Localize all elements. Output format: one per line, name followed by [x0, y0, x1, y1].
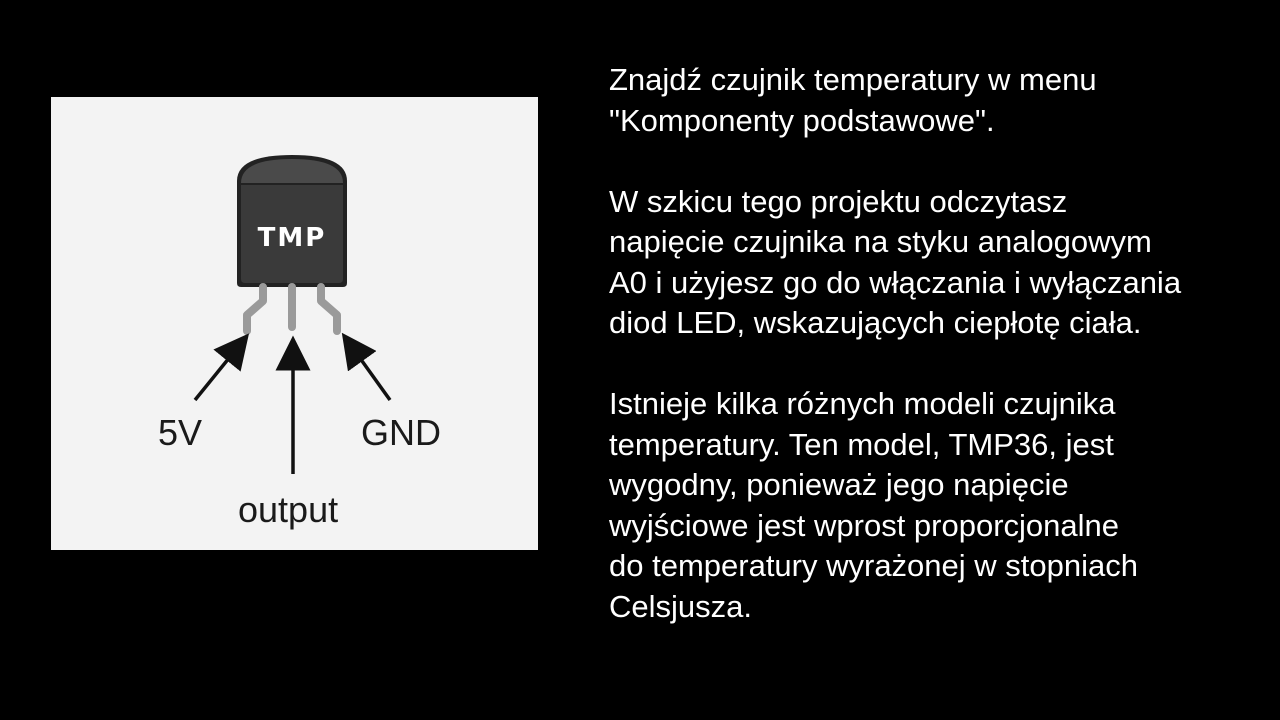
text-line: A0 i użyjesz go do włączania i wyłączani…	[609, 264, 1182, 300]
text-line: wyjściowe jest wprost proporcjonalne	[609, 507, 1120, 543]
text-line: temperatury. Ten model, TMP36, jest	[609, 426, 1114, 462]
tmp-sensor-diagram: TMP	[193, 155, 392, 474]
pin-label-output: output	[238, 489, 339, 530]
text-line: do temperatury wyrażonej w stopniach	[609, 548, 1138, 583]
text-line: Celsjusza.	[609, 588, 752, 624]
text-line: "Komponenty podstawowe".	[609, 102, 995, 138]
text-line: wygodny, ponieważ jego napięcie	[609, 467, 1069, 502]
right-lead	[317, 283, 341, 335]
paragraph-find-sensor: Znajdź czujnik temperatury w menu "Kompo…	[609, 60, 1269, 141]
description-text: Znajdź czujnik temperatury w menu "Kompo…	[609, 60, 1269, 668]
pin-label-gnd: GND	[361, 412, 441, 453]
text-line: W szkicu tego projektu odczytasz	[609, 183, 1068, 219]
sensor-diagram-panel: TMP 5V GND output	[51, 97, 538, 550]
text-line: Istnieje kilka różnych modeli czujnika	[609, 386, 1116, 421]
paragraph-tmp36: Istnieje kilka różnych modeli czujnika t…	[609, 384, 1269, 627]
arrow-5v	[193, 333, 250, 402]
text-line: diod LED, wskazujących ciepłotę ciała.	[609, 305, 1142, 340]
chip-cap	[241, 159, 343, 183]
chip-body	[241, 185, 343, 283]
text-line: napięcie czujnika na styku analogowym	[609, 224, 1152, 259]
pin-label-5v: 5V	[158, 412, 203, 453]
text-line: Znajdź czujnik temperatury w menu	[609, 62, 1097, 97]
arrow-gnd	[341, 332, 392, 402]
left-lead	[243, 283, 267, 335]
paragraph-sketch: W szkicu tego projektu odczytasz napięci…	[609, 182, 1269, 344]
chip-label: TMP	[258, 223, 327, 253]
